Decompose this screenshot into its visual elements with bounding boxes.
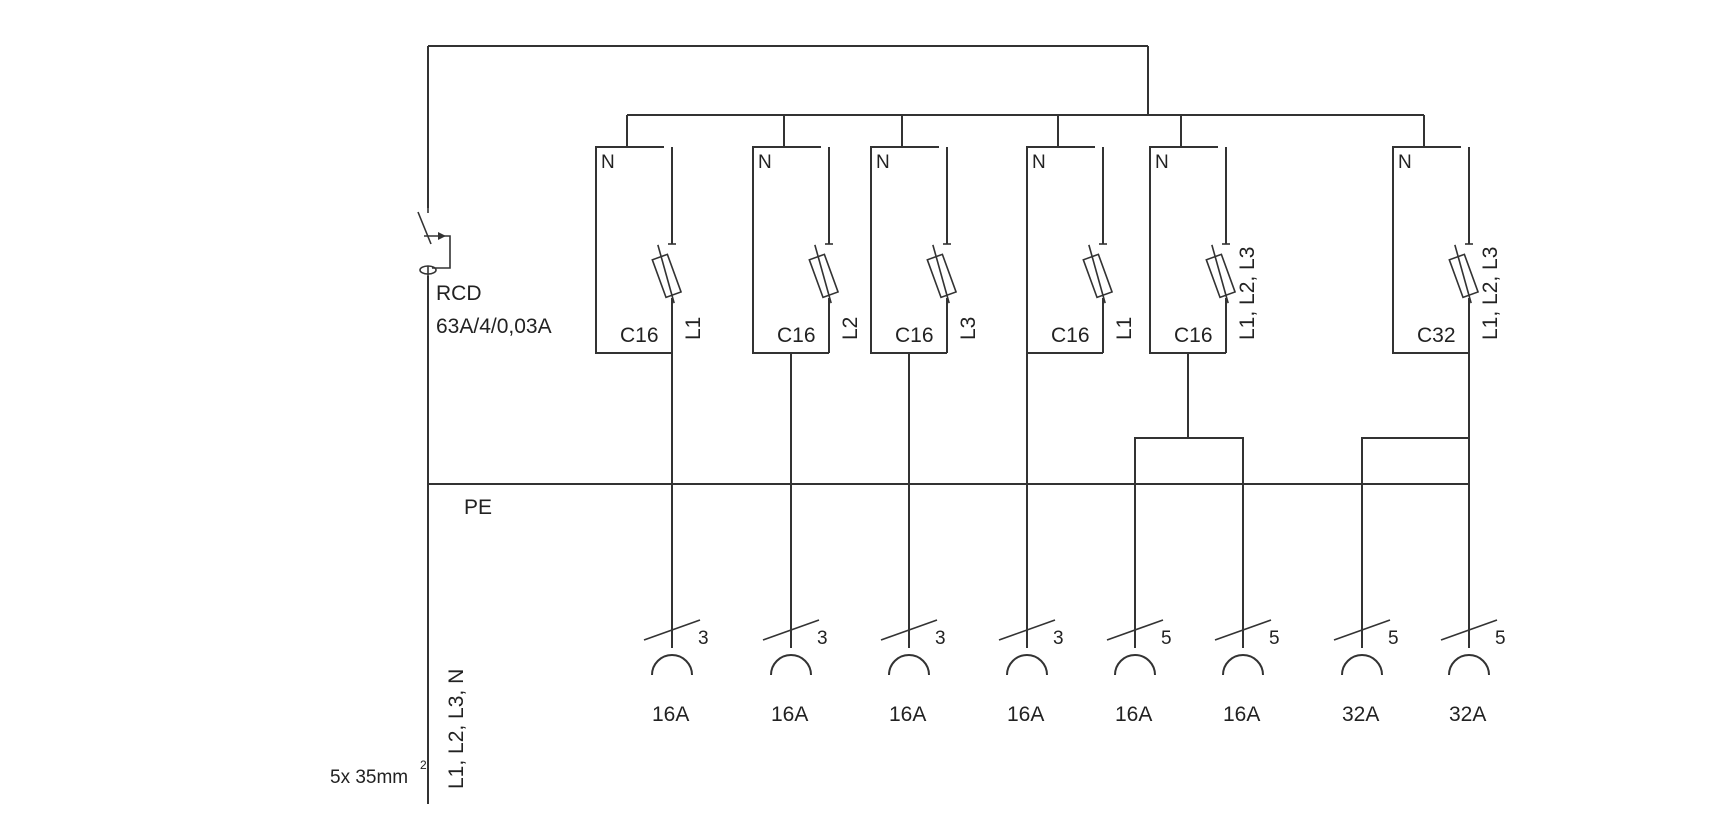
outlet-current-label: 16A	[771, 703, 808, 726]
breaker-rating: C16	[777, 324, 816, 347]
outlet-current-label: 16A	[652, 703, 689, 726]
outlet-current-label: 16A	[889, 703, 926, 726]
outlet-5: 5 16A	[1106, 619, 1172, 726]
supply-cable-superscript: 2	[420, 758, 427, 772]
outlet-poles-label: 3	[1053, 628, 1064, 649]
outlet-poles-label: 3	[698, 628, 709, 649]
pe-label: PE	[464, 496, 492, 519]
breaker-rating: C16	[1051, 324, 1090, 347]
outlet-poles-label: 5	[1161, 628, 1172, 649]
breaker-3: N C16 L3	[870, 146, 980, 354]
breaker-phase-label: L1	[1113, 317, 1136, 340]
outlet-poles-label: 3	[817, 628, 828, 649]
outlet-current-label: 16A	[1115, 703, 1152, 726]
breaker-n-label: N	[758, 152, 772, 173]
outlet-poles-label: 5	[1269, 628, 1280, 649]
outlet-6: 5 16A	[1214, 619, 1280, 726]
supply-phases-label: L1, L2, L3, N	[445, 669, 468, 789]
rcd-symbol	[417, 208, 451, 276]
outlet-1: 3 16A	[643, 619, 709, 726]
neutral-bus	[626, 114, 1425, 147]
outlet-poles-label: 5	[1495, 628, 1506, 649]
breaker-2: N C16 L2	[752, 146, 862, 354]
breaker-rating: C16	[620, 324, 659, 347]
breaker-phase-label: L3	[957, 317, 980, 340]
breaker-n-label: N	[1032, 152, 1046, 173]
breaker-phase-label: L1, L2, L3	[1236, 247, 1259, 340]
breaker-rating: C16	[895, 324, 934, 347]
outlet-2: 3 16A	[762, 619, 828, 726]
outlet-8: 5 32A	[1440, 619, 1506, 726]
breaker-rating: C16	[1174, 324, 1213, 347]
breaker-4: N C16 L1	[1026, 146, 1136, 354]
outlet-3: 3 16A	[880, 619, 946, 726]
breaker-rating: C32	[1417, 324, 1456, 347]
outlet-current-label: 16A	[1223, 703, 1260, 726]
breaker-1: N C16 L1	[595, 146, 705, 354]
outlet-current-label: 32A	[1449, 703, 1486, 726]
outlet-poles-label: 5	[1388, 628, 1399, 649]
rcd-label: RCD	[436, 282, 482, 305]
breaker-5: N C16 L1, L2, L3	[1149, 146, 1259, 354]
outlet-current-label: 16A	[1007, 703, 1044, 726]
breaker-n-label: N	[1398, 152, 1412, 173]
rcd-feed-line	[428, 45, 1149, 115]
outlet-4: 3 16A	[998, 619, 1064, 726]
breaker-6: N C32 L1, L2, L3	[1392, 146, 1502, 354]
breaker-n-label: N	[876, 152, 890, 173]
supply-cable-label: 5x 35mm	[330, 767, 408, 788]
rcd-rating: 63A/4/0,03A	[436, 315, 552, 338]
breakers-group: N C16 L1 N C16 L2 N C16 L3 N C16 L1 N C16 L1, L2, L3 N C…	[595, 146, 1502, 354]
outlet-poles-label: 3	[935, 628, 946, 649]
breaker-phase-label: L1, L2, L3	[1479, 247, 1502, 340]
breaker-n-label: N	[601, 152, 615, 173]
breaker-phase-label: L1	[682, 317, 705, 340]
outgoing-wiring	[671, 353, 1470, 632]
outlet-current-label: 32A	[1342, 703, 1379, 726]
outlet-7: 5 32A	[1333, 619, 1399, 726]
outlets-group: 3 16A 3 16A 3 16A 3 16A 5 16A 5 16A 5 32A 5 32A	[643, 353, 1506, 726]
breaker-phase-label: L2	[839, 317, 862, 340]
breaker-n-label: N	[1155, 152, 1169, 173]
